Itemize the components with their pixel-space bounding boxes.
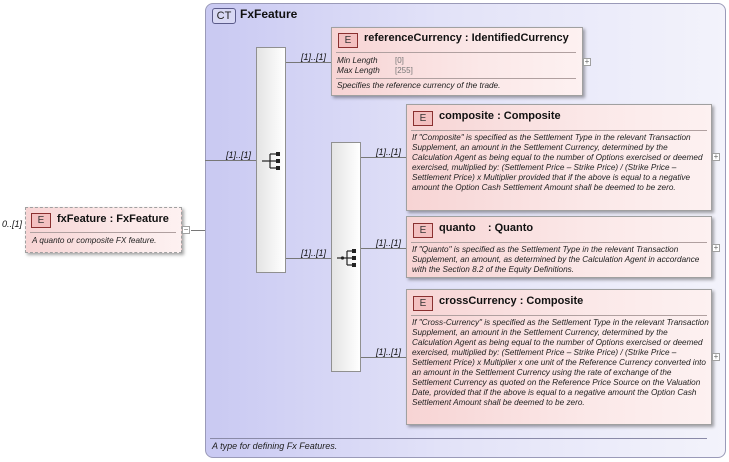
connector-choice-to-quanto — [361, 248, 406, 249]
element-title: quanto : Quanto — [439, 222, 534, 234]
complex-type-badge: CT — [212, 8, 236, 24]
element-divider — [411, 130, 707, 131]
element-badge: E — [413, 223, 433, 238]
element-crosscurrency[interactable]: E crossCurrency : Composite If "Cross-Cu… — [406, 289, 712, 425]
element-referencecurrency[interactable]: E referenceCurrency : IdentifiedCurrency… — [331, 27, 583, 96]
choice-multiplicity: [1]..[1] — [301, 248, 327, 258]
plus-icon[interactable]: + — [583, 57, 591, 66]
facet-max-length-value: [255] — [395, 66, 413, 75]
element-quanto[interactable]: E quanto : Quanto If "Quanto" is specifi… — [406, 216, 712, 278]
crosscurrency-multiplicity: [1]..[1] — [376, 347, 402, 357]
connector-root-to-ct — [191, 230, 205, 231]
element-title: referenceCurrency : IdentifiedCurrency — [364, 32, 569, 44]
complex-type-documentation: A type for defining Fx Features. — [212, 441, 338, 451]
choice-compositor[interactable] — [331, 142, 361, 372]
element-badge: E — [413, 111, 433, 126]
complex-type-title: FxFeature — [240, 7, 298, 21]
element-documentation: If "Quanto" is specified as the Settleme… — [412, 245, 700, 274]
refcurrency-multiplicity: [1]..[1] — [301, 52, 327, 62]
element-title: composite : Composite — [439, 110, 561, 122]
composite-multiplicity: [1]..[1] — [376, 147, 402, 157]
element-documentation: A quanto or composite FX feature. — [32, 236, 157, 245]
element-badge: E — [31, 213, 51, 228]
element-composite[interactable]: E composite : Composite If "Composite" i… — [406, 104, 712, 211]
element-divider — [411, 242, 707, 243]
choice-icon — [337, 249, 356, 267]
connector-choice-to-crosscurrency — [361, 357, 406, 358]
element-badge: E — [338, 33, 358, 48]
element-divider — [336, 52, 576, 53]
element-title: crossCurrency : Composite — [439, 295, 584, 307]
facet-min-length-value: [0] — [395, 56, 404, 65]
sequence-multiplicity: [1]..[1] — [226, 150, 252, 160]
facet-max-length-label: Max Length — [337, 66, 380, 75]
element-documentation: If "Composite" is specified as the Settl… — [412, 133, 703, 192]
connector-sequence-to-refcurrency — [286, 62, 331, 63]
sequence-compositor[interactable] — [256, 47, 286, 273]
sequence-icon — [262, 152, 280, 170]
connector-choice-to-composite — [361, 157, 406, 158]
minus-icon[interactable]: − — [182, 225, 190, 234]
element-title: fxFeature : FxFeature — [57, 213, 169, 225]
root-multiplicity: 0..[1] — [2, 219, 23, 229]
complex-type-divider — [210, 438, 707, 439]
element-fxfeature[interactable]: E fxFeature : FxFeature A quanto or comp… — [25, 207, 182, 253]
quanto-multiplicity: [1]..[1] — [376, 238, 402, 248]
plus-icon[interactable]: + — [712, 243, 720, 252]
plus-icon[interactable]: + — [712, 352, 720, 361]
facet-min-length-label: Min Length — [337, 56, 378, 65]
connector-sequence-to-choice — [286, 258, 331, 259]
element-divider — [30, 232, 176, 233]
element-documentation: If "Cross-Currency" is specified as the … — [412, 318, 709, 407]
element-badge: E — [413, 296, 433, 311]
element-documentation: Specifies the reference currency of the … — [337, 81, 501, 90]
plus-icon[interactable]: + — [712, 152, 720, 161]
element-divider — [411, 315, 707, 316]
element-divider — [336, 78, 576, 79]
connector-ct-to-sequence — [205, 160, 256, 161]
